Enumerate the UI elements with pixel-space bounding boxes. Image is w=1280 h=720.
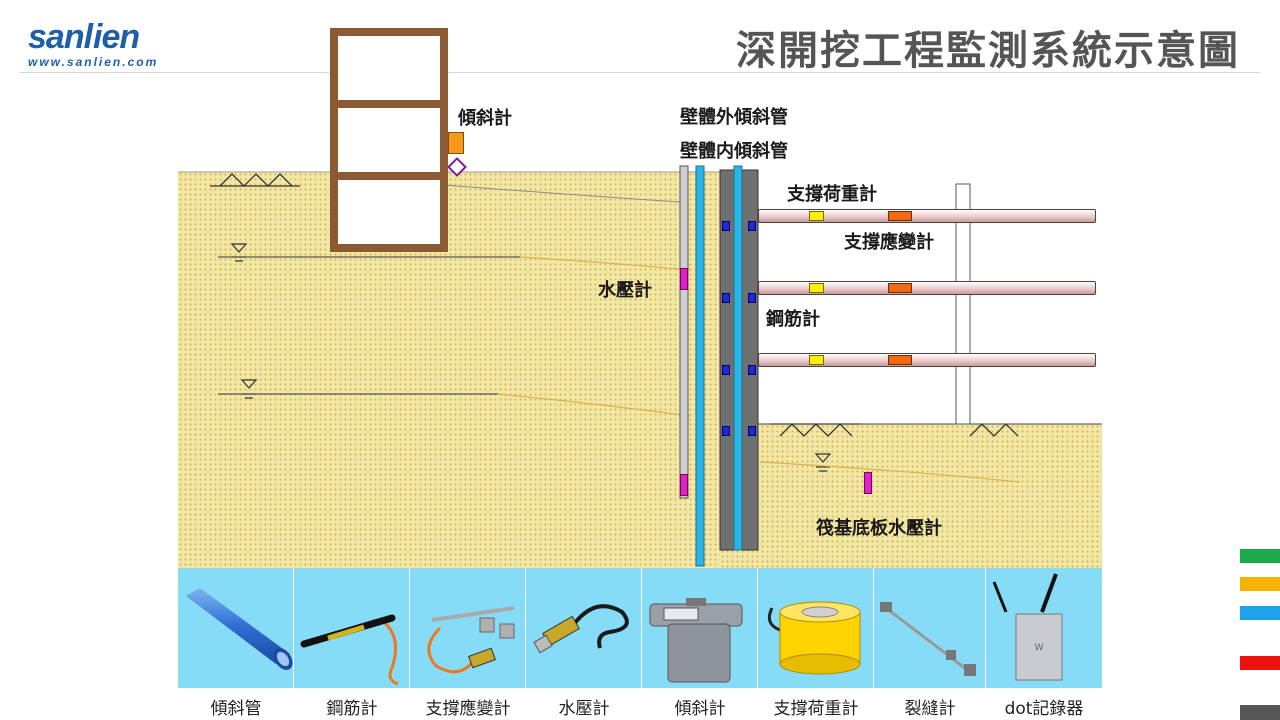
caption-inclinometer-pipe: 傾斜管: [210, 699, 262, 719]
water-table-icon: [218, 243, 1021, 483]
svg-text:W: W: [1035, 643, 1044, 653]
rebar-gauge-marker: [748, 365, 756, 375]
header-divider: [20, 72, 1260, 73]
strain-gauge-icon: [427, 606, 515, 674]
rebar-gauge-marker: [722, 221, 730, 231]
inclinometer-marker: [448, 132, 464, 154]
side-tab-green[interactable]: [1240, 549, 1280, 563]
piezometer-marker: [680, 474, 688, 496]
label-outer-incl-pipe: 壁體外傾斜管: [680, 107, 788, 128]
rebar-gauge-marker: [748, 293, 756, 303]
rebar-gauge-marker: [748, 426, 756, 436]
label-piezometer: 水壓計: [598, 280, 652, 301]
rebar-gauge-icon: [300, 614, 399, 686]
caption-crack-meter: 裂縫計: [904, 699, 956, 719]
caption-strain-gauge: 支撐應變計: [425, 699, 511, 719]
strut-strain-gauge-marker: [888, 211, 912, 221]
strut-strain-gauge-marker: [888, 283, 912, 293]
product-card-tiltmeter: [642, 568, 758, 688]
rebar-gauge-marker: [722, 365, 730, 375]
product-card-load-cell: [758, 568, 874, 688]
tiltmeter-icon: [649, 598, 743, 683]
strut-load-gauge-marker: [809, 355, 824, 365]
piezometer-marker: [680, 268, 688, 290]
soil-left: [178, 172, 720, 568]
product-card-rebar-gauge: [294, 568, 410, 688]
data-logger-icon: W: [992, 573, 1063, 681]
strut-2: [758, 281, 1096, 295]
side-tab-red[interactable]: [1240, 656, 1280, 670]
caption-tiltmeter: 傾斜計: [674, 699, 726, 719]
label-inner-incl-pipe: 壁體内傾斜管: [680, 141, 788, 162]
soil-excavation-bottom: [720, 424, 1102, 568]
building-floor-3: [330, 28, 448, 108]
company-url: www.sanlien.com: [28, 55, 159, 69]
strut-load-gauge-marker: [809, 283, 824, 293]
caption-piezometer: 水壓計: [558, 699, 610, 719]
rebar-gauge-marker: [722, 293, 730, 303]
piezometer-icon: [533, 604, 629, 654]
inclinometer-pipe-icon: [186, 588, 293, 670]
label-strut-load-gauge: 支撐荷重計: [787, 184, 877, 205]
company-logo: sanlien: [28, 18, 140, 56]
strut-strain-gauge-marker: [888, 355, 912, 365]
crack-meter-icon: [880, 602, 976, 676]
strut-load-gauge-marker: [809, 211, 824, 221]
side-tab-gray[interactable]: [1240, 705, 1280, 720]
product-card-strain-gauge: [410, 568, 526, 688]
product-card-inclinometer-pipe: [178, 568, 294, 688]
building-floor-1: [330, 172, 448, 252]
strut-1: [758, 209, 1096, 223]
load-cell-icon: [767, 601, 861, 675]
label-mat-piezometer: 筏基底板水壓計: [816, 518, 942, 539]
side-tab-blue[interactable]: [1240, 606, 1280, 620]
building-floor-2: [330, 100, 448, 180]
product-card-piezometer: [526, 568, 642, 688]
caption-rebar-gauge: 鋼筋計: [326, 699, 378, 719]
label-rebar-gauge: 鋼筋計: [766, 309, 820, 330]
label-inclinometer: 傾斜計: [458, 108, 512, 129]
mat-piezometer-marker: [864, 472, 872, 494]
product-card-crack-meter: [874, 568, 986, 688]
label-strut-strain-gauge: 支撐應變計: [844, 232, 934, 253]
product-card-data-logger: W: [986, 568, 1102, 688]
caption-data-logger: dot記錄器: [1004, 699, 1084, 719]
page-title: 深開挖工程監測系統示意圖: [736, 28, 1240, 74]
strut-3: [758, 353, 1096, 367]
rebar-gauge-marker: [748, 221, 756, 231]
caption-load-cell: 支撐荷重計: [773, 699, 859, 719]
rebar-gauge-marker: [722, 426, 730, 436]
side-tab-yellow[interactable]: [1240, 577, 1280, 591]
